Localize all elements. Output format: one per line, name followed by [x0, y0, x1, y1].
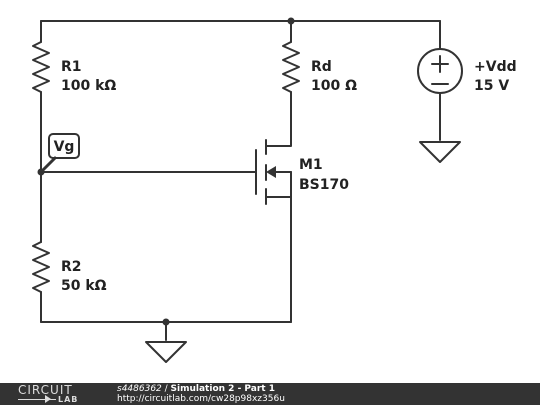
mosfet-arrow — [266, 166, 276, 178]
r1-name-label: R1 — [61, 59, 82, 75]
r2-value-label: 50 kΩ — [61, 278, 107, 294]
footer-circuit-title: Simulation 2 - Part 1 — [170, 384, 275, 394]
rd-value-label: 100 Ω — [311, 78, 357, 94]
footer-meta: s4486362 / Simulation 2 - Part 1 http://… — [117, 384, 285, 404]
rd-name-label: Rd — [311, 59, 332, 75]
footer-separator: / — [161, 384, 171, 394]
logo-text-lab: LAB — [58, 395, 79, 404]
vdd-value-label: 15 V — [474, 78, 509, 94]
vdd-name-label: +Vdd — [474, 59, 517, 75]
ground-symbol-bottom — [145, 341, 187, 363]
junction-bottom-rail — [162, 318, 170, 326]
circuitlab-logo[interactable]: CIRCUIT LAB — [18, 384, 100, 405]
circuit-schematic: R1 100 kΩ Rd 100 Ω R2 50 kΩ M1 BS170 +Vd… — [32, 17, 517, 363]
r1-value-label: 100 kΩ — [61, 78, 116, 94]
ground-symbol-vdd — [419, 141, 461, 163]
wire-source — [265, 171, 292, 198]
footer-bar: CIRCUIT LAB s4486362 / Simulation 2 - Pa… — [0, 383, 540, 405]
vdd-plus-sign — [431, 55, 449, 73]
probe-flag-vg — [48, 133, 80, 159]
resistor-rd — [282, 41, 300, 93]
logo-wire-icon — [18, 399, 56, 400]
footer-title-line: s4486362 / Simulation 2 - Part 1 — [117, 384, 285, 394]
m1-value-label: BS170 — [299, 177, 349, 193]
junction-top-rail — [287, 17, 295, 25]
m1-name-label: M1 — [299, 157, 323, 173]
resistor-r1 — [32, 41, 50, 93]
junction-gate — [37, 168, 45, 176]
footer-user[interactable]: s4486362 — [117, 384, 162, 394]
probe-label-vg: Vg — [54, 139, 75, 155]
schematic-canvas[interactable]: R1 100 kΩ Rd 100 Ω R2 50 kΩ M1 BS170 +Vd… — [0, 0, 540, 383]
r2-name-label: R2 — [61, 259, 82, 275]
wire-drain — [265, 91, 292, 147]
resistor-r2 — [32, 241, 50, 293]
footer-url[interactable]: http://circuitlab.com/cw28p98xz356u — [117, 394, 285, 404]
logo-text-circuit: CIRCUIT — [18, 383, 73, 397]
logo-diode-icon — [45, 395, 51, 403]
